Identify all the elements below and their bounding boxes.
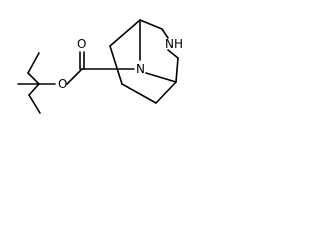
bond-ch2-lower-to-ch2-left (121, 83, 157, 104)
bond-ch2-left-to-ch2-upper-left (109, 45, 123, 85)
bond-ch2-top-to-nh (161, 28, 169, 39)
bond-nh-to-ch2-bottom (167, 49, 179, 59)
atom-nitrogen-bridge: N (136, 62, 145, 76)
atom-nitrogen-amine: NH (165, 37, 183, 51)
bond-tbu-center-bottom (28, 83, 40, 96)
bond-ch2-upper-left-to-bridgehead-top (109, 19, 141, 47)
bond-bridgehead-bottom-to-ch2-lower (155, 81, 177, 104)
bond-bridgehead-top-to-ch2-top (139, 19, 163, 30)
bond-oxygen-to-carbonyl-carbon (66, 68, 83, 85)
bond-tbu-center-top (27, 72, 40, 85)
structure-canvas: O O NH N (0, 0, 213, 127)
bond-ch2-bottom-to-bridgehead-bottom (175, 57, 179, 83)
bond-tbu-methyl-top (27, 52, 40, 74)
molecule-diagram: O O NH N (17, 19, 183, 114)
bond-tbu-methyl-bottom (28, 94, 41, 114)
bond-bridge-nitrogen-to-bridgehead-bottom (145, 72, 177, 83)
atom-oxygen-ester: O (58, 77, 67, 91)
atom-oxygen-carbonyl: O (77, 37, 86, 51)
